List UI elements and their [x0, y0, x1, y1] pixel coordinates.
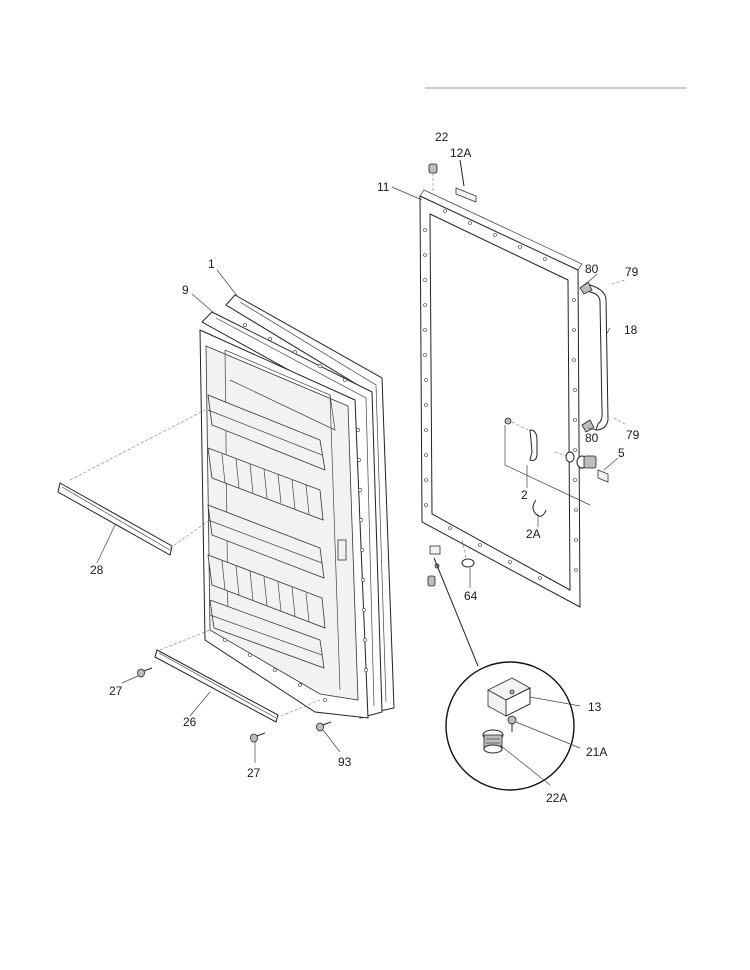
callout-2: 2 [521, 488, 528, 502]
label-12A [455, 159, 477, 203]
liner-wire-rack-1 [207, 447, 324, 521]
screw-27-upper [137, 667, 153, 678]
liner-shelf-1 [207, 394, 326, 471]
hinge-bracket-13 [487, 677, 531, 717]
callout-27-lower: 27 [247, 766, 261, 780]
hinge-detail-view [433, 557, 575, 791]
liner-side-rib [337, 539, 347, 561]
callout-21A: 21A [586, 745, 607, 759]
screw-93 [316, 721, 332, 732]
outer-door-face [429, 213, 571, 591]
callout-26: 26 [183, 715, 197, 729]
door-liner-assembly [199, 294, 395, 719]
leader-lines [96, 186, 619, 786]
screw-21A [507, 715, 517, 732]
outer-door-panel [419, 189, 583, 608]
screw-27-lower [250, 732, 266, 743]
ring-64 [461, 539, 475, 568]
callout-79-bottom: 79 [626, 428, 640, 442]
callout-93: 93 [338, 755, 352, 769]
callout-11: 11 [377, 180, 390, 194]
detail-circle [445, 661, 575, 791]
shelf-bar-28 [57, 409, 211, 556]
shelf-bar-26 [154, 629, 321, 723]
door-handle-18 [579, 279, 626, 433]
liner-shelf-2 [207, 504, 325, 579]
callout-1: 1 [208, 257, 215, 271]
liner-wire-rack-2 [207, 554, 326, 629]
callout-18: 18 [624, 323, 638, 337]
callout-80-bottom: 80 [585, 431, 599, 445]
callout-80-top: 80 [585, 262, 599, 276]
callout-9: 9 [182, 283, 189, 297]
handle-screw-80-top [579, 281, 593, 295]
callout-27-upper: 27 [109, 684, 123, 698]
callout-13: 13 [588, 700, 602, 714]
callout-22A: 22A [546, 791, 567, 805]
callout-79-top: 79 [625, 265, 639, 279]
callout-5: 5 [618, 446, 625, 460]
liner-shelf-3 [209, 599, 325, 669]
plug-22 [428, 163, 438, 192]
lock-assembly-5 [554, 451, 609, 483]
callout-2A: 2A [526, 527, 541, 541]
door-panel-screw-holes [423, 209, 578, 580]
frame-screw-holes [223, 323, 368, 702]
latch-2 [504, 417, 591, 506]
callout-labels: 22 12A 11 1 9 80 79 18 80 79 5 2 2A 64 2… [90, 130, 640, 805]
bushing-22A [482, 729, 504, 754]
hinge-parts-small [427, 545, 441, 587]
callout-12A: 12A [450, 146, 471, 160]
detail-pointer-line [433, 557, 479, 667]
callout-22: 22 [435, 130, 449, 144]
latch-part-2A [532, 499, 547, 517]
callout-64: 64 [464, 589, 478, 603]
callout-28: 28 [90, 563, 104, 577]
